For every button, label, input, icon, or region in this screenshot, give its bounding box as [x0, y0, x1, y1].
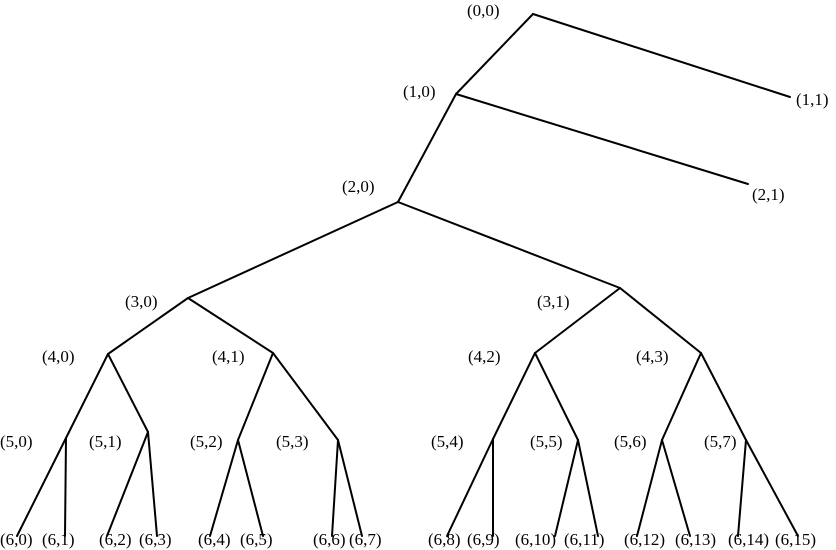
node-label-5-5: (5,5) — [530, 432, 563, 451]
node-label-6-2: (6,2) — [99, 530, 132, 549]
edge-5-2-to-6-4 — [209, 439, 239, 537]
edge-3-1-to-4-2 — [534, 287, 621, 354]
edge-5-1-to-6-2 — [106, 431, 149, 537]
node-label-6-12: (6,12) — [624, 530, 665, 549]
edge-5-5-to-6-11 — [577, 439, 599, 537]
edge-5-6-to-6-13 — [661, 439, 691, 537]
node-label-2-0: (2,0) — [342, 177, 375, 196]
node-label-5-1: (5,1) — [89, 432, 122, 451]
node-label-4-3: (4,3) — [636, 347, 669, 366]
node-label-5-4: (5,4) — [431, 432, 464, 451]
node-label-1-1: (1,1) — [796, 90, 829, 109]
edge-5-3-to-6-7 — [337, 439, 363, 537]
node-label-6-15: (6,15) — [775, 530, 816, 549]
node-label-5-0: (5,0) — [0, 432, 33, 451]
node-label-6-5: (6,5) — [240, 530, 273, 549]
edge-5-7-to-6-15 — [745, 439, 799, 537]
edge-4-0-to-5-1 — [107, 353, 149, 433]
node-label-6-14: (6,14) — [728, 530, 769, 549]
edge-5-1-to-6-3 — [147, 431, 158, 537]
edge-4-3-to-5-7 — [700, 352, 747, 441]
node-label-6-3: (6,3) — [139, 530, 172, 549]
edge-5-3-to-6-6 — [331, 439, 339, 537]
edge-5-6-to-6-12 — [636, 439, 663, 537]
edge-5-7-to-6-14 — [737, 439, 747, 537]
node-label-0-0: (0,0) — [467, 1, 500, 20]
node-label-4-2: (4,2) — [468, 347, 501, 366]
edge-5-0-to-6-0 — [16, 437, 67, 537]
node-label-3-1: (3,1) — [537, 292, 570, 311]
edge-5-5-to-6-10 — [554, 439, 579, 537]
node-label-6-4: (6,4) — [198, 530, 231, 549]
node-label-3-0: (3,0) — [125, 292, 158, 311]
node-label-1-0: (1,0) — [403, 82, 436, 101]
node-label-6-1: (6,1) — [42, 530, 75, 549]
node-label-5-7: (5,7) — [704, 432, 737, 451]
edge-4-0-to-5-0 — [65, 353, 109, 439]
node-label-6-8: (6,8) — [428, 530, 461, 549]
node-label-5-2: (5,2) — [190, 432, 223, 451]
edge-4-2-to-5-5 — [534, 352, 579, 441]
edge-5-4-to-6-8 — [446, 438, 494, 537]
node-label-6-10: (6,10) — [515, 530, 556, 549]
edge-1-0-to-2-0 — [397, 93, 457, 203]
node-label-4-1: (4,1) — [212, 347, 245, 366]
edge-4-1-to-5-2 — [237, 352, 274, 441]
node-label-4-0: (4,0) — [42, 347, 75, 366]
node-label-5-6: (5,6) — [614, 432, 647, 451]
node-label-6-6: (6,6) — [313, 530, 346, 549]
edge-3-1-to-4-3 — [619, 287, 702, 354]
node-label-6-13: (6,13) — [675, 530, 716, 549]
edge-0-0-to-1-0 — [455, 13, 534, 95]
edge-3-0-to-4-0 — [107, 297, 189, 355]
node-label-6-11: (6,11) — [564, 530, 604, 549]
edge-2-0-to-3-1 — [397, 201, 621, 289]
edge-4-1-to-5-3 — [272, 352, 339, 441]
edge-0-0-to-1-1 — [532, 13, 791, 98]
edge-5-0-to-6-1 — [64, 437, 67, 537]
node-label-5-3: (5,3) — [276, 432, 309, 451]
node-label-6-0: (6,0) — [0, 530, 33, 549]
edge-1-0-to-2-1 — [455, 93, 749, 185]
node-label-2-1: (2,1) — [752, 185, 785, 204]
edge-4-2-to-5-4 — [492, 352, 536, 440]
node-label-6-9: (6,9) — [467, 530, 500, 549]
edge-2-0-to-3-0 — [187, 201, 399, 299]
edge-3-0-to-4-1 — [187, 297, 274, 354]
tree-edges — [16, 13, 799, 537]
node-label-6-7: (6,7) — [349, 530, 382, 549]
edge-5-2-to-6-5 — [237, 439, 264, 537]
edge-4-3-to-5-6 — [661, 352, 702, 441]
